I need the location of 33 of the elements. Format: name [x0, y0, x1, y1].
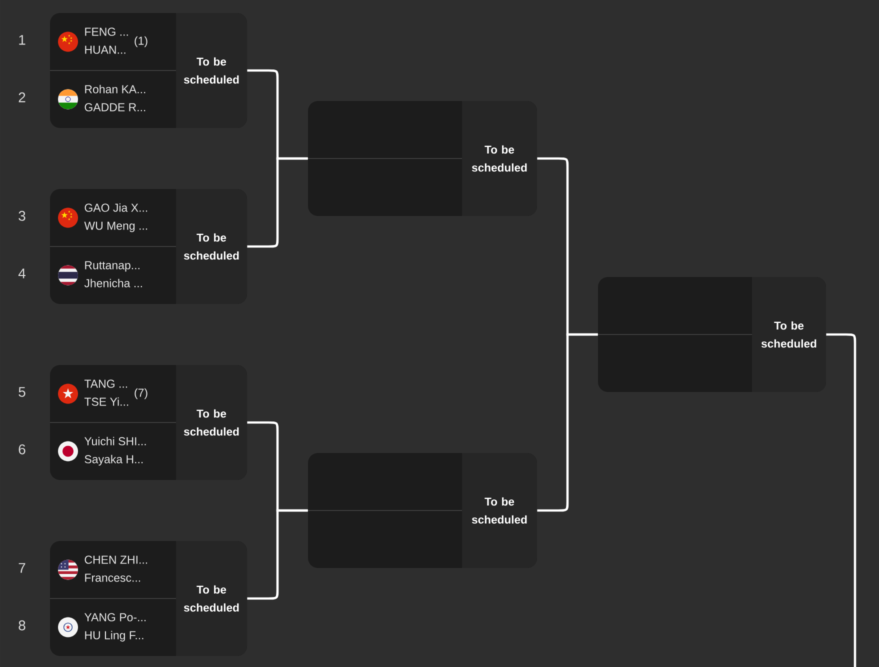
player-name: GAO Jia X...: [84, 203, 148, 212]
position-number: 7: [18, 563, 26, 573]
position-number: 3: [18, 210, 26, 221]
player-name: Ruttanap...: [85, 261, 140, 272]
position-number: 2: [18, 92, 26, 102]
player-name: YANG Po-...: [84, 613, 146, 622]
player-name: GADDE R...: [84, 103, 146, 112]
player-name: Rohan KA...: [85, 84, 146, 94]
connector-line: [247, 157, 308, 248]
connector-line: [826, 333, 856, 667]
match-card: To be scheduled: [598, 277, 826, 392]
player-name: FENG ...: [85, 28, 128, 36]
player-name: Jhenicha ...: [84, 278, 142, 288]
connector-line: [537, 333, 598, 512]
player-name: HU Ling F...: [85, 630, 144, 642]
position-number: 1: [19, 35, 26, 45]
player-name: HUAN...: [85, 46, 126, 54]
position-number: 5: [18, 387, 26, 397]
player-name: TSE Yi...: [84, 397, 128, 406]
player-name: CHEN ZHI...: [84, 556, 148, 564]
match-card: To be scheduled: [308, 101, 537, 216]
connector-line: [247, 509, 308, 600]
player-name: Yuichi SHI...: [84, 436, 146, 446]
seed-number: (7): [134, 388, 148, 400]
position-number: 8: [18, 620, 26, 630]
position-number: 6: [18, 444, 26, 454]
player-name: Sayaka H...: [84, 454, 143, 466]
player-name: Francesc...: [85, 574, 140, 582]
match-card: To be scheduled: [308, 453, 537, 568]
seed-number: (1): [134, 36, 148, 48]
player-name: TANG ...: [84, 380, 128, 388]
player-name: WU Meng ...: [84, 222, 148, 232]
position-number: 4: [18, 268, 26, 278]
